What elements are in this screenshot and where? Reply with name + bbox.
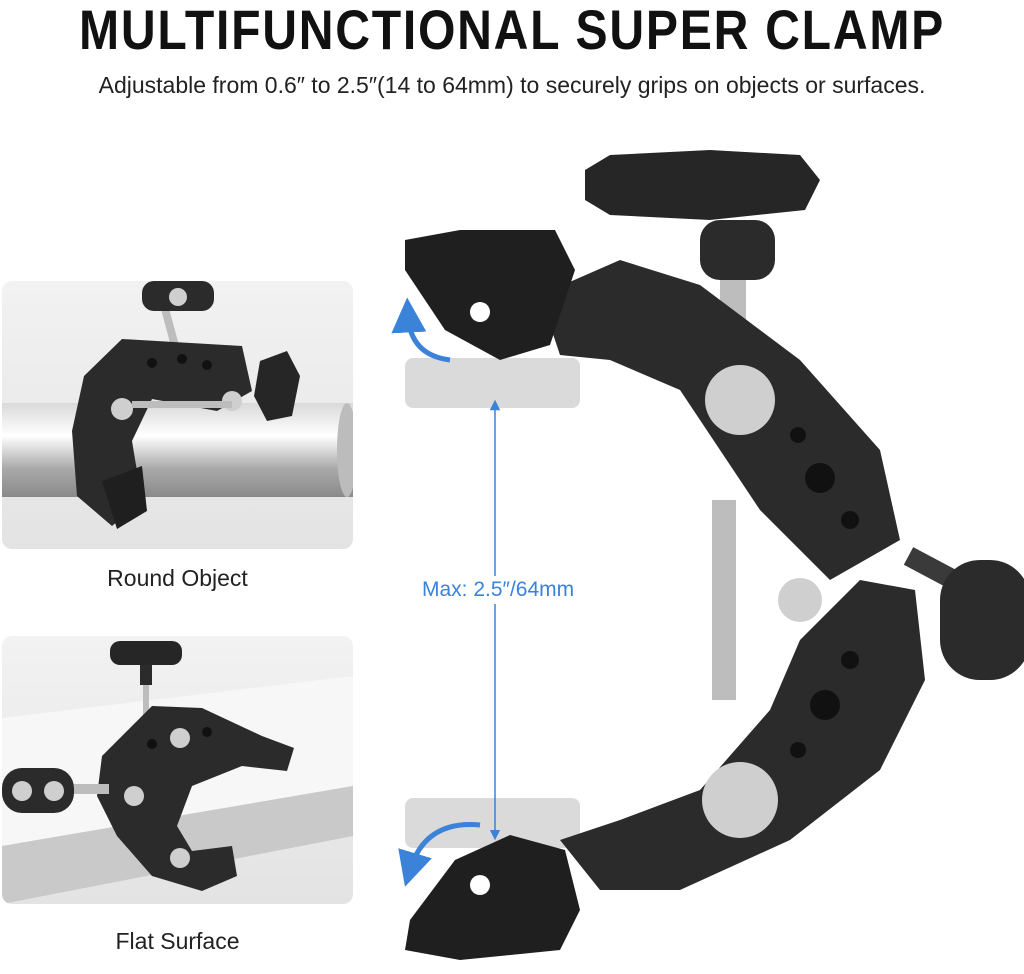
- upper-jaw: [405, 230, 575, 360]
- ghost-upper-jaw: [405, 358, 580, 408]
- max-opening-label: Max: 2.5″/64mm: [422, 576, 575, 604]
- tightening-knob: [585, 150, 820, 220]
- super-clamp-drawing: [391, 150, 1024, 960]
- page-title: MULTIFUNCTIONAL SUPER CLAMP: [78, 0, 945, 61]
- round-object-photo: [2, 281, 353, 549]
- lower-jaw: [405, 835, 580, 960]
- pipe: [2, 403, 353, 497]
- lower-arm: [560, 580, 925, 890]
- round-object-illustration: [2, 281, 353, 529]
- pivot-bolt-upper: [705, 365, 775, 435]
- flat-surface-illustration: [2, 641, 353, 904]
- side-mount: [940, 560, 1024, 680]
- pivot-bolt-lower: [702, 762, 778, 838]
- ghost-lower-jaw: [405, 798, 580, 848]
- main-clamp-illustration: [380, 120, 1024, 969]
- flat-surface-caption: Flat Surface: [115, 928, 240, 954]
- page-subtitle: Adjustable from 0.6″ to 2.5″(14 to 64mm)…: [98, 72, 926, 98]
- flat-surface-photo: [2, 636, 353, 904]
- rotate-arrow-upper: [391, 297, 451, 363]
- rotate-arrow-lower: [398, 822, 481, 887]
- round-object-caption: Round Object: [107, 565, 248, 591]
